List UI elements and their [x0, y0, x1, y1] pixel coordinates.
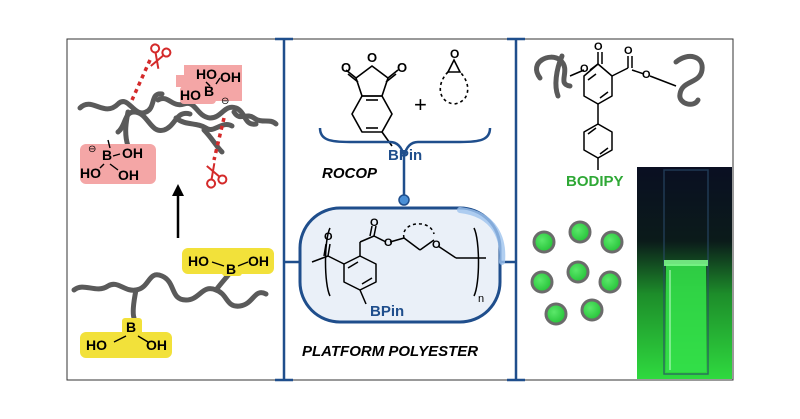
oxygen-atom: O: [450, 47, 459, 61]
cleavage-lines: [130, 59, 226, 161]
left-divider: [275, 37, 300, 382]
chem-b: B: [204, 83, 214, 99]
yellow-highlight-top: [182, 248, 274, 274]
chem-oh: OH: [118, 167, 139, 183]
nanoparticle: [530, 270, 554, 294]
boronate-top: HO OH B HO ⊖: [176, 65, 242, 107]
left-panel: HO OH B HO ⊖ B ⊖ OH HO OH: [71, 43, 279, 358]
chem-ho: HO: [86, 337, 107, 353]
chem-oh: OH: [146, 337, 167, 353]
degraded-chain-fragments: [77, 91, 279, 155]
chem-oh: OH: [122, 145, 143, 161]
oxygen-atom: O: [370, 217, 379, 229]
chem-ho: HO: [196, 66, 217, 82]
chem-ho: HO: [188, 253, 209, 269]
minus-charge: ⊖: [221, 96, 229, 107]
nanoparticle: [600, 230, 624, 254]
chem-b: B: [102, 147, 112, 163]
center-panel: O O O BPin + O ROCOP: [298, 47, 506, 360]
nanoparticle: [598, 270, 622, 294]
oxygen-atom: O: [367, 50, 377, 65]
polymer-pill: [298, 206, 502, 324]
plus-sign: +: [414, 92, 427, 117]
yellow-highlight-bottom: [80, 332, 172, 358]
rocop-label: ROCOP: [322, 165, 378, 182]
repeat-subscript: n: [478, 293, 484, 305]
oxygen-atom: O: [580, 63, 589, 75]
chem-b: B: [226, 261, 236, 277]
red-highlight-mid: [80, 144, 156, 184]
oxygen-atom: O: [432, 239, 441, 251]
arrow-up-icon: [172, 184, 184, 238]
boronic-acid-bottom: B HO OH: [80, 318, 172, 358]
oxygen-atom: O: [324, 231, 333, 243]
right-panel: O O O O BODIPY: [530, 41, 732, 379]
nanoparticle: [568, 220, 592, 244]
outer-frame: [66, 38, 734, 381]
oxygen-atom: O: [642, 69, 651, 81]
chem-ho: HO: [180, 87, 201, 103]
connector-node: [398, 194, 410, 206]
boronate-mid: B ⊖ OH HO OH: [80, 139, 156, 184]
dye-linker: [569, 52, 677, 170]
intact-polymer-chain: [71, 267, 269, 321]
scissors-icon: [150, 43, 172, 69]
oxygen-atom: O: [384, 237, 393, 249]
right-divider: [500, 37, 525, 382]
scissors-icon: [206, 163, 228, 189]
anhydride-monomer: [345, 65, 399, 147]
chem-ho: HO: [80, 165, 101, 181]
chem-oh: OH: [248, 253, 269, 269]
oxygen-atom: O: [341, 60, 351, 75]
platform-polyester-label: PLATFORM POLYESTER: [302, 343, 478, 360]
oxygen-atom: O: [624, 45, 633, 57]
nanoparticle-beads: [530, 220, 624, 326]
nanoparticle: [566, 260, 590, 284]
oxygen-atom: O: [397, 60, 407, 75]
nanoparticle: [532, 230, 556, 254]
merge-bracket: [318, 127, 492, 157]
nanoparticle: [580, 298, 604, 322]
nanoparticle: [544, 302, 568, 326]
minus-charge: ⊖: [88, 144, 96, 155]
chem-oh: OH: [220, 69, 241, 85]
bpin-label: BPin: [370, 303, 404, 320]
functionalized-chain: [534, 53, 705, 107]
bodipy-label: BODIPY: [566, 173, 624, 190]
oxygen-atom: O: [594, 41, 603, 53]
polyester-repeat-unit: [311, 223, 486, 305]
fluorescent-cuvette-photo: [637, 167, 732, 379]
boronic-acid-top: HO B OH: [182, 248, 274, 277]
epoxide-monomer: [439, 58, 469, 105]
chem-b: B: [126, 319, 136, 335]
